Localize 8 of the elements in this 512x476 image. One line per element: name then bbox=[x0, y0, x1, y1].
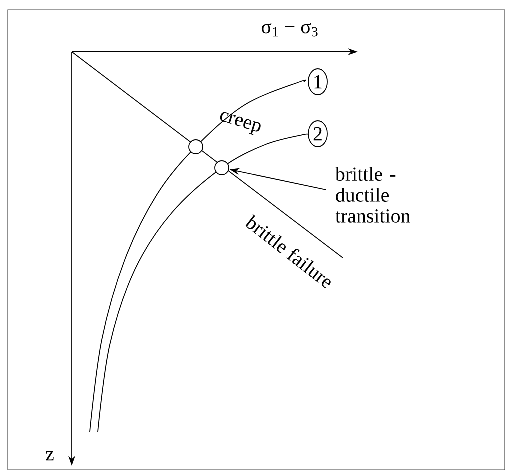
curve-number: 2 bbox=[308, 120, 328, 148]
junction-circle bbox=[188, 140, 204, 154]
axis-label: σ$_{1}$ − σ$_{3}$ bbox=[262, 23, 318, 37]
curve-number: 1 bbox=[308, 68, 328, 96]
curve-label: creep bbox=[220, 112, 261, 136]
annotation-text: brittle - ductile transition bbox=[335, 167, 410, 223]
junction-circle bbox=[214, 160, 230, 176]
axis-label: z bbox=[46, 451, 54, 461]
